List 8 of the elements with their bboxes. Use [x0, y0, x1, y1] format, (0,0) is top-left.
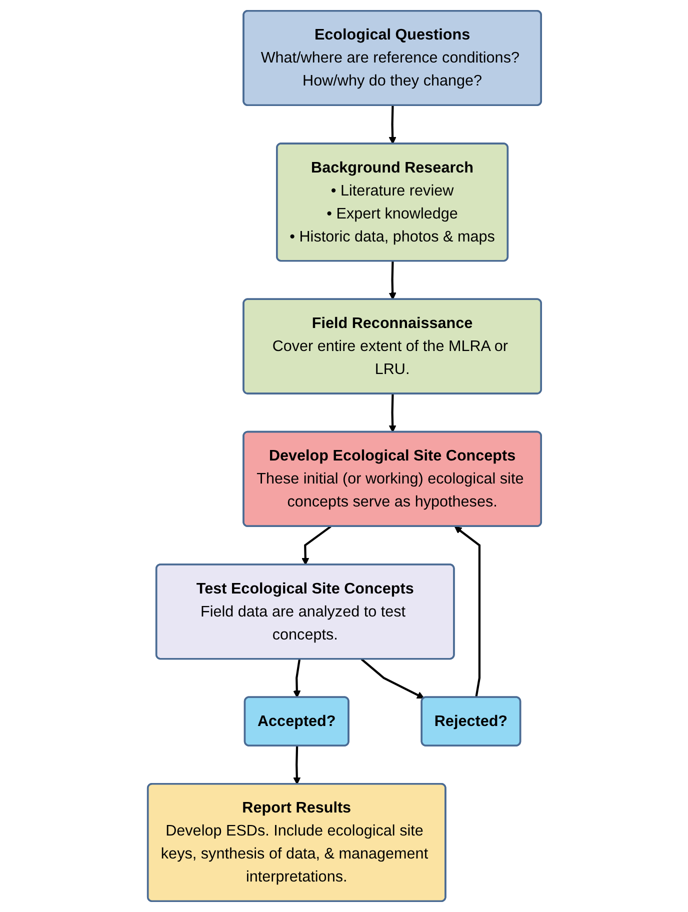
- arrow: [454, 526, 480, 698]
- arrow: [301, 526, 331, 566]
- arrow: [388, 106, 396, 144]
- arrow: [292, 746, 300, 785]
- arrow: [360, 658, 424, 699]
- arrow: [292, 659, 300, 698]
- arrow: [388, 394, 396, 433]
- arrow: [388, 261, 396, 300]
